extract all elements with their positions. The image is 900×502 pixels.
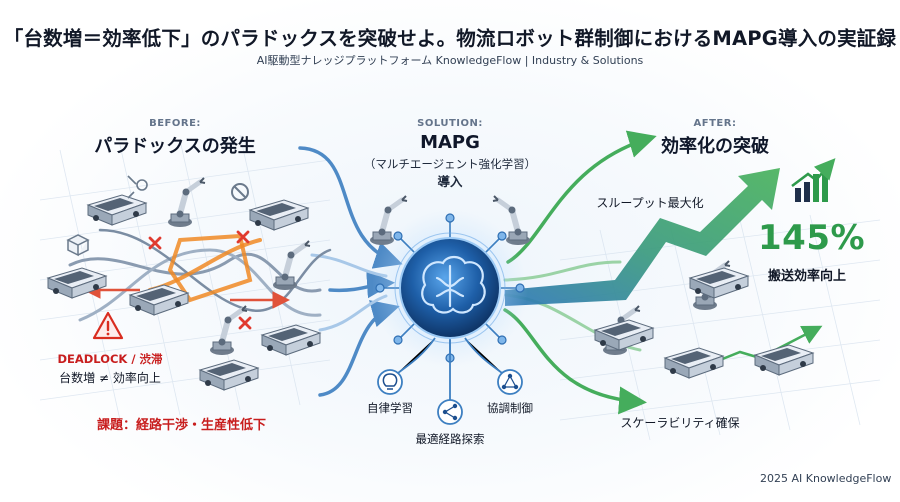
prohibited-icon	[231, 183, 249, 201]
feature-label-cooperative-control: 協調制御	[487, 401, 533, 415]
conflict-arrows	[83, 281, 290, 309]
footer-credit: 2025 AI KnowledgeFlow	[760, 472, 892, 485]
agv-robot	[261, 324, 321, 356]
agv-robot	[594, 319, 654, 351]
package-box-icon	[66, 234, 90, 257]
robot-arm	[210, 306, 247, 355]
solution-heading: MAPG	[420, 132, 480, 153]
growth-arrow	[505, 168, 780, 306]
page-title: 「台数増＝効率低下」のパラドックスを突破せよ。物流ロボット群制御におけるMAPG…	[3, 27, 897, 50]
agv-robot	[664, 347, 724, 379]
throughput-label: スループット最大化	[596, 196, 704, 210]
deadlock-label: DEADLOCK / 渋滞	[57, 352, 163, 366]
robot-arm	[273, 241, 310, 290]
agv-robot	[199, 359, 259, 391]
feature-label-autonomous-learning: 自律学習	[367, 401, 413, 415]
lightbulb-icon	[377, 369, 403, 395]
solution-phase-label: SOLUTION:	[417, 118, 483, 129]
efficiency-metric: 145%	[758, 218, 866, 258]
conflict-x-marks	[148, 230, 252, 330]
agv-robot	[87, 194, 147, 226]
tangled-paths	[68, 228, 332, 322]
before-phase-label: BEFORE:	[149, 118, 201, 129]
solution-action: 導入	[437, 174, 463, 189]
agv-robot	[689, 267, 749, 299]
issue-label: 課題：経路干渉・生産性低下	[97, 418, 267, 433]
robot-arm	[168, 178, 205, 227]
feature-label-optimal-route: 最適経路探索	[415, 432, 485, 446]
share-nodes-icon	[437, 399, 463, 425]
scalability-label: スケーラビリティ確保	[620, 416, 740, 430]
network-icon	[497, 369, 523, 395]
after-phase-label: AFTER:	[693, 118, 737, 129]
page-subtitle: AI駆動型ナレッジプラットフォーム KnowledgeFlow | Indust…	[256, 54, 644, 67]
solution-subheading: （マルチエージェント強化学習）	[363, 157, 537, 171]
bar-chart-growth-icon	[791, 158, 836, 202]
gear-tools-icon	[127, 175, 148, 199]
warning-triangle-icon	[92, 311, 124, 340]
after-heading: 効率化の突破	[661, 136, 769, 157]
efficiency-metric-label: 搬送効率向上	[768, 269, 847, 284]
inequality-label: 台数増 ≠ 効率向上	[59, 371, 161, 385]
brain-icon	[421, 255, 486, 314]
before-heading: パラドックスの発生	[94, 136, 256, 157]
